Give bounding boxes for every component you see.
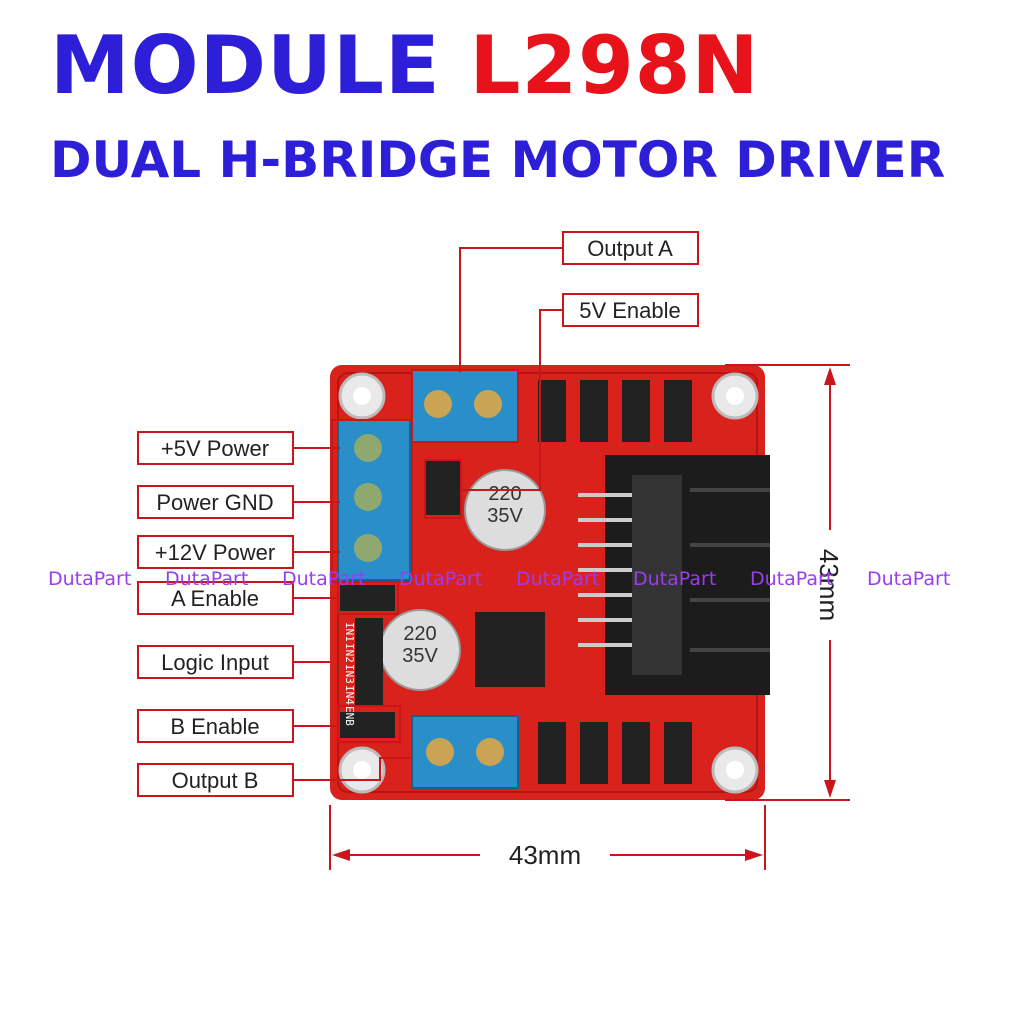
l298n-chip-pins [578, 493, 632, 647]
svg-text:35V: 35V [402, 645, 438, 667]
svg-text:ENB: ENB [343, 706, 356, 726]
label-output-b: Output B [172, 768, 259, 793]
svg-text:35V: 35V [487, 505, 523, 527]
capacitor-bottom: 220 35V [379, 609, 461, 691]
label-5v-power: +5V Power [161, 436, 269, 461]
jumper-a-enable [340, 585, 395, 611]
terminal-output-a [411, 369, 519, 443]
svg-text:DutaPart: DutaPart [867, 568, 950, 590]
pin-labels: IN1 IN2 IN3 IN4 ENB [343, 622, 356, 726]
page-subtitle: DUAL H-BRIDGE MOTOR DRIVER [50, 131, 946, 189]
terminal-output-b [411, 715, 519, 789]
capacitor-top: 220 35V [464, 469, 546, 551]
terminal-power [337, 419, 411, 581]
svg-text:IN1: IN1 [343, 622, 356, 642]
dimension-lines [329, 364, 850, 870]
svg-text:DutaPart: DutaPart [399, 568, 482, 590]
height-dimension: 43mm [814, 549, 844, 621]
jumper-b-enable [340, 712, 395, 738]
label-logic-input: Logic Input [161, 650, 269, 675]
svg-text:DutaPart: DutaPart [165, 568, 248, 590]
label-b-enable: B Enable [170, 714, 259, 739]
title-model: L298N [469, 19, 760, 112]
logic-input-header [355, 618, 383, 706]
svg-text:IN3: IN3 [343, 664, 356, 684]
diodes [538, 380, 692, 784]
label-5v-enable: 5V Enable [579, 298, 681, 323]
label-12v-power: +12V Power [155, 540, 275, 565]
pcb-board: 220 35V 220 35V IN1 IN2 IN3 IN4 ENB [330, 365, 770, 800]
voltage-regulator [475, 612, 545, 687]
watermark: DutaPart DutaPart DutaPart DutaPart Duta… [48, 568, 950, 590]
svg-text:220: 220 [403, 623, 436, 645]
width-dimension: 43mm [509, 840, 581, 870]
svg-text:IN2: IN2 [343, 643, 356, 663]
label-a-enable: A Enable [171, 586, 259, 611]
label-power-gnd: Power GND [156, 490, 273, 515]
svg-text:DutaPart: DutaPart [516, 568, 599, 590]
svg-text:DutaPart: DutaPart [48, 568, 131, 590]
svg-text:IN4: IN4 [343, 685, 356, 705]
svg-text:DutaPart: DutaPart [282, 568, 365, 590]
svg-text:220: 220 [488, 483, 521, 505]
page-title: MODULE L298N [50, 18, 759, 114]
heatsink [605, 455, 770, 695]
svg-text:DutaPart: DutaPart [750, 568, 833, 590]
callout-labels: Output A 5V Enable +5V Power Power GND +… [155, 236, 681, 793]
label-output-a: Output A [587, 236, 673, 261]
svg-text:DutaPart: DutaPart [633, 568, 716, 590]
callouts [137, 231, 699, 797]
jumper-5v-enable [425, 460, 461, 515]
title-module: MODULE [50, 19, 441, 112]
